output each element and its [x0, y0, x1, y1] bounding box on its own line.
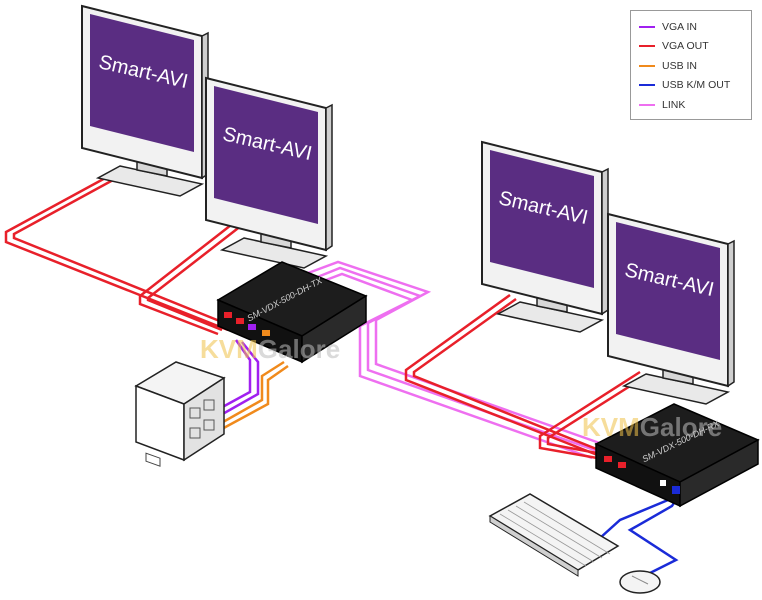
watermark-right-part1: KVM: [582, 412, 640, 442]
monitor-2: Smart-AVI: [205, 77, 333, 269]
watermark-right: KVMGalore: [582, 412, 722, 442]
watermark-left-part1: KVM: [200, 334, 258, 364]
legend-item-link: LINK: [639, 95, 743, 115]
legend-item-vga-in: VGA IN: [639, 17, 743, 37]
receiver-device: SM-VDX-500-DH-RX: [594, 403, 760, 508]
legend-label-vga-out: VGA OUT: [662, 40, 709, 53]
legend-item-usb-km-out: USB K/M OUT: [639, 76, 743, 96]
monitor-1: Smart-AVI: [81, 5, 209, 197]
svg-text:KVMGalore: KVMGalore: [582, 412, 722, 442]
legend-item-usb-in: USB IN: [639, 56, 743, 76]
link-cable: [299, 260, 609, 460]
transmitter-device: SM-VDX-500-DH-TX: [216, 261, 368, 364]
legend-label-vga-in: VGA IN: [662, 20, 698, 33]
legend-label-usb-km-out: USB K/M OUT: [662, 79, 731, 92]
computer-tower: [134, 361, 226, 467]
legend-swatch-usb-in: [639, 64, 655, 67]
monitor-3: Smart-AVI: [481, 141, 609, 333]
watermark-right-part2: Galore: [640, 412, 722, 442]
legend-swatch-vga-in: [639, 25, 655, 28]
mouse: [619, 570, 661, 594]
legend-label-usb-in: USB IN: [662, 59, 698, 72]
legend-item-vga-out: VGA OUT: [639, 37, 743, 57]
monitor-4: Smart-AVI: [607, 213, 735, 405]
vga-in-cable: [205, 339, 260, 422]
legend: VGA IN VGA OUT USB IN USB K/M OUT LINK: [630, 10, 752, 120]
watermark-left: KVMGalore: [200, 334, 340, 364]
keyboard: [488, 493, 620, 577]
legend-swatch-link: [639, 103, 655, 106]
legend-swatch-usb-km-out: [639, 84, 655, 87]
legend-label-link: LINK: [662, 98, 686, 111]
legend-swatch-vga-out: [639, 45, 655, 48]
svg-text:KVMGalore: KVMGalore: [200, 334, 340, 364]
usb-in-cable: [215, 360, 289, 432]
watermark-left-part2: Galore: [258, 334, 340, 364]
vga-out-cable: [4, 168, 647, 464]
